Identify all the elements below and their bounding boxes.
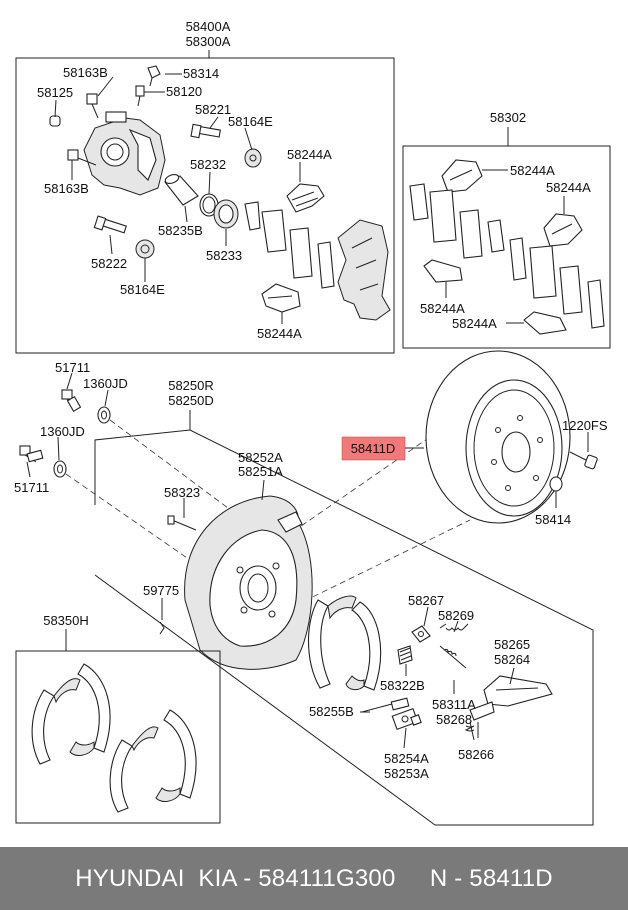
shoe-kit-shoes [31,663,197,813]
spring-part-58268 [469,701,495,721]
piston-boot-part [213,199,239,229]
bleeder-cap-part [135,85,145,107]
label-58250d[interactable]: 58250D [168,393,214,408]
clip-part-59775 [159,621,165,635]
spring-part-58311a [439,645,467,669]
label-58233[interactable]: 58233 [206,248,242,263]
label-58267[interactable]: 58267 [408,593,444,608]
label-58269[interactable]: 58269 [438,608,474,623]
guide-pin-part-bottom [93,215,127,234]
label-58125[interactable]: 58125 [37,85,73,100]
label-58322b[interactable]: 58322B [380,678,425,693]
wheel-cylinder-part [391,707,422,731]
label-58244a-caliper-top[interactable]: 58244A [287,147,332,162]
label-1220fs[interactable]: 1220FS [562,418,608,433]
parking-shoe-part-left [307,595,357,689]
label-58120[interactable]: 58120 [166,84,202,99]
label-58163b-bottom[interactable]: 58163B [44,181,89,196]
pad-kit-clip-bottom [523,311,567,335]
brake-disc-part [425,350,571,524]
label-58232[interactable]: 58232 [190,157,226,172]
label-58255b[interactable]: 58255B [309,704,354,719]
label-58411d[interactable]: 58411D [351,441,396,456]
label-58300a[interactable]: 58300A [186,34,231,49]
label-58244a-pad-1[interactable]: 58244A [510,163,555,178]
pad-kit-clip-mid [543,213,583,247]
pad-kit-pads [409,183,605,329]
pad-kit-clip-left [423,259,463,283]
label-58311a[interactable]: 58311A [432,697,476,712]
drum-brake-frame [94,429,594,826]
label-58251a[interactable]: 58251A [238,464,283,479]
label-58268[interactable]: 58268 [436,712,472,727]
hub-bolt-part-top [61,389,82,412]
label-58164e-top[interactable]: 58164E [228,114,273,129]
caliper-carrier-part [337,219,391,321]
label-58350h[interactable]: 58350H [43,613,89,628]
label-1360jd-bottom[interactable]: 1360JD [40,424,85,439]
footer-part-number-text: HYUNDAI KIA - 584111G300 N - 58411D [75,864,553,892]
lever-part-58264 [483,675,553,707]
hold-down-pin-part [167,515,197,531]
washer-part-top [97,406,111,424]
label-1360jd-top[interactable]: 1360JD [83,376,128,391]
pad-kit-clip-top [441,159,483,193]
label-58252a[interactable]: 58252A [238,450,283,465]
adjuster-part-58255b [361,697,410,713]
caliper-housing-part [83,111,166,196]
dust-cap-part [49,115,61,127]
label-58254a[interactable]: 58254A [384,751,429,766]
boot-part-top [244,148,262,168]
guide-bolt-part-bottom [67,149,97,166]
label-58235b[interactable]: 58235B [158,223,203,238]
hub-bolt-part-bottom [19,445,44,463]
wheel-stud-plug-part [549,476,563,492]
label-58244a-caliper-bottom[interactable]: 58244A [257,326,302,341]
label-58221[interactable]: 58221 [195,102,231,117]
label-58163b-top[interactable]: 58163B [63,65,108,80]
spring-part-58322b [397,645,413,665]
label-58314[interactable]: 58314 [183,66,219,81]
label-51711-top[interactable]: 51711 [55,360,90,375]
bleeder-screw-part [147,65,161,87]
label-59775[interactable]: 59775 [143,583,179,598]
piston-part [164,173,199,206]
brake-pads-part [244,201,335,289]
label-58302[interactable]: 58302 [490,110,526,125]
label-58400a[interactable]: 58400A [186,19,231,34]
label-58264[interactable]: 58264 [494,652,530,667]
label-58265[interactable]: 58265 [494,637,530,652]
label-58244a-pad-2[interactable]: 58244A [546,180,591,195]
pad-clip-part-top [286,183,325,213]
spring-part-58266 [464,721,475,741]
caliper-assembly-frame [15,57,395,354]
washer-part-bottom [53,460,67,478]
label-58323[interactable]: 58323 [164,485,200,500]
pad-kit-frame [402,145,611,349]
guide-pin-part-top [190,123,221,139]
parking-shoe-part-right [345,601,382,691]
label-51711-bottom[interactable]: 51711 [14,480,49,495]
hub-screw-part [569,451,598,470]
label-58414[interactable]: 58414 [535,512,571,527]
spring-part-58269 [439,623,469,631]
adjuster-nut-part [411,625,431,643]
label-58250r[interactable]: 58250R [168,378,214,393]
label-58164e-bottom[interactable]: 58164E [120,282,165,297]
footer-bar: HYUNDAI KIA - 584111G300 N - 58411D [0,847,628,910]
shoe-kit-frame [15,650,221,824]
guide-bolt-part-top [86,93,99,119]
pad-clip-part-bottom [261,283,301,313]
backing-plate-part [184,495,313,670]
label-58222[interactable]: 58222 [91,256,127,271]
label-58244a-pad-4[interactable]: 58244A [452,316,497,331]
parts-diagram: 58400A 58300A [14,19,611,826]
label-58253a[interactable]: 58253A [384,766,429,781]
label-58266[interactable]: 58266 [458,747,494,762]
label-58244a-pad-3[interactable]: 58244A [420,301,465,316]
boot-part-bottom [135,239,155,259]
